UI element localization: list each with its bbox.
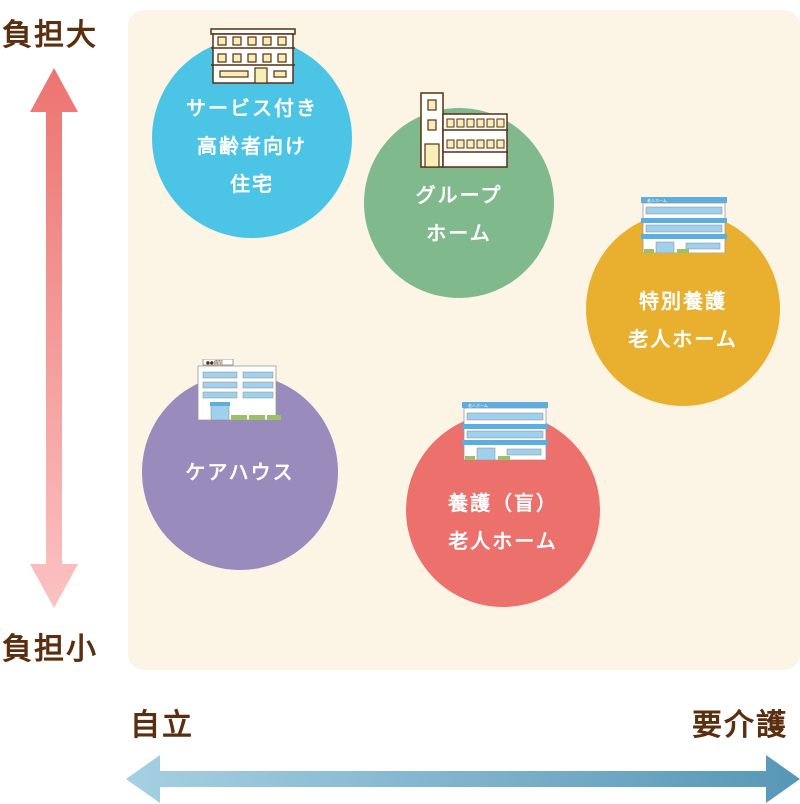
building-sign: 老人ホーム — [468, 402, 488, 408]
axis-label-low-burden: 負担小 — [2, 632, 98, 667]
facility-label-line: 老人ホーム — [628, 327, 738, 351]
facility-label-line: 高齢者向け — [197, 134, 307, 158]
building-sign: ●●病院 — [206, 359, 223, 366]
axis-label-high-burden: 負担大 — [2, 18, 98, 53]
facility-label-line: 老人ホーム — [448, 529, 558, 553]
vertical-double-arrow — [30, 68, 78, 608]
axis-label-independent: 自立 — [130, 708, 194, 743]
facility-label-line: 養護（盲） — [448, 491, 558, 515]
nursing-home-building-icon: 老人ホーム — [462, 402, 548, 460]
facility-circle-special-nursing-home[interactable]: 特別養護 老人ホーム — [586, 212, 780, 406]
care-house-building-icon: ●●病院 — [197, 359, 281, 421]
arrow-up-head — [30, 68, 78, 608]
axis-label-care-needed: 要介護 — [692, 708, 788, 743]
building-sign: 老人ホーム — [647, 197, 667, 203]
nursing-home-building-icon: 老人ホーム — [641, 197, 727, 253]
facility-label-line: ホーム — [426, 221, 492, 245]
facility-label-line: 特別養護 — [639, 289, 727, 313]
facility-label-line: 住宅 — [230, 172, 274, 196]
facility-circle-protective-nursing-home[interactable]: 養護（盲） 老人ホーム — [406, 413, 600, 607]
horizontal-double-arrow — [126, 755, 800, 803]
facility-label-line: ケアハウス — [185, 460, 295, 484]
group-home-building-icon — [420, 92, 508, 168]
apartment-building-icon — [210, 28, 296, 84]
facility-label-line: グループ — [415, 183, 503, 207]
facility-label-line: サービス付き — [186, 96, 318, 120]
